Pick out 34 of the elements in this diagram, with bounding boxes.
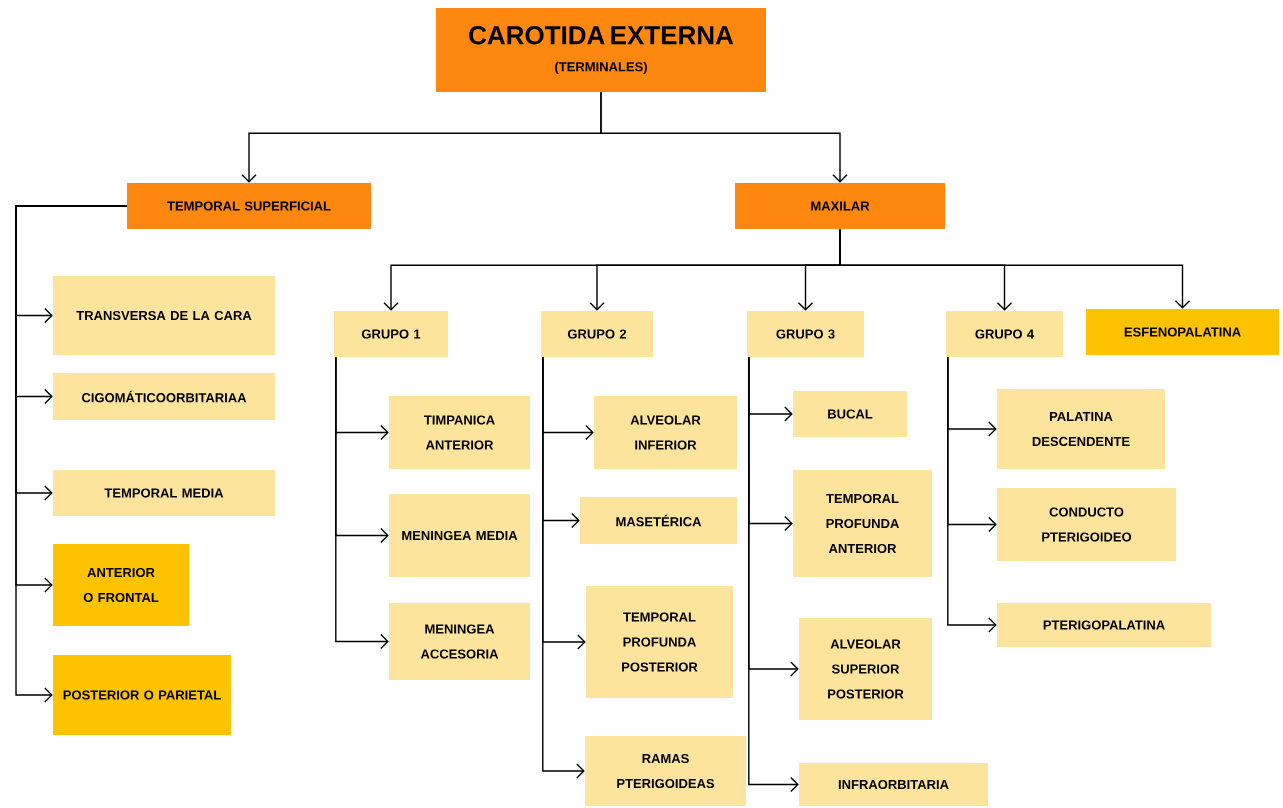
arrow	[839, 228, 1191, 309]
arrow	[600, 91, 848, 183]
artery-box: TEMPORAL SUPERFICIAL	[127, 183, 371, 229]
title-box: CAROTIDA EXTERNA (TERMINALES)	[436, 8, 766, 92]
arrow	[335, 356, 389, 650]
arrow	[947, 356, 997, 633]
artery-box: MASETÉRICA	[580, 497, 737, 544]
artery-box: CIGOMÁTICOORBITARIAA	[53, 373, 275, 420]
artery-box: MENINGEA ACCESORIA	[389, 603, 530, 680]
artery-box: ALVEOLAR SUPERIOR POSTERIOR	[799, 618, 932, 720]
artery-box: ESFENOPALATINA	[1086, 309, 1279, 355]
artery-box: GRUPO 3	[747, 311, 864, 357]
artery-box: GRUPO 1	[334, 311, 448, 357]
artery-box: TRANSVERSA DE LA CARA	[53, 276, 275, 355]
arrow	[748, 356, 799, 793]
artery-box: MENINGEA MEDIA	[389, 494, 530, 577]
artery-box: GRUPO 4	[946, 311, 1063, 357]
artery-box: TEMPORAL PROFUNDA POSTERIOR	[586, 586, 733, 698]
artery-box: TEMPORAL PROFUNDA ANTERIOR	[793, 470, 932, 577]
artery-box: RAMAS PTERIGOIDEAS	[585, 736, 746, 806]
artery-box: TIMPANICA ANTERIOR	[389, 396, 530, 469]
artery-box: BUCAL	[793, 391, 907, 437]
artery-box: ANTERIOR O FRONTAL	[53, 544, 189, 626]
arrow	[15, 205, 128, 703]
artery-box: CONDUCTO PTERIGOIDEO	[997, 488, 1176, 561]
artery-box: MAXILAR	[735, 183, 945, 229]
artery-box: ALVEOLAR INFERIOR	[594, 396, 737, 469]
artery-box: PTERIGOPALATINA	[997, 603, 1211, 647]
artery-box: POSTERIOR O PARIETAL	[53, 655, 231, 735]
artery-box: INFRAORBITARIA	[799, 763, 988, 806]
artery-box: GRUPO 2	[541, 311, 653, 357]
artery-box: TEMPORAL MEDIA	[53, 470, 275, 516]
arrow	[542, 356, 585, 779]
artery-box: PALATINA DESCENDENTE	[997, 389, 1165, 469]
